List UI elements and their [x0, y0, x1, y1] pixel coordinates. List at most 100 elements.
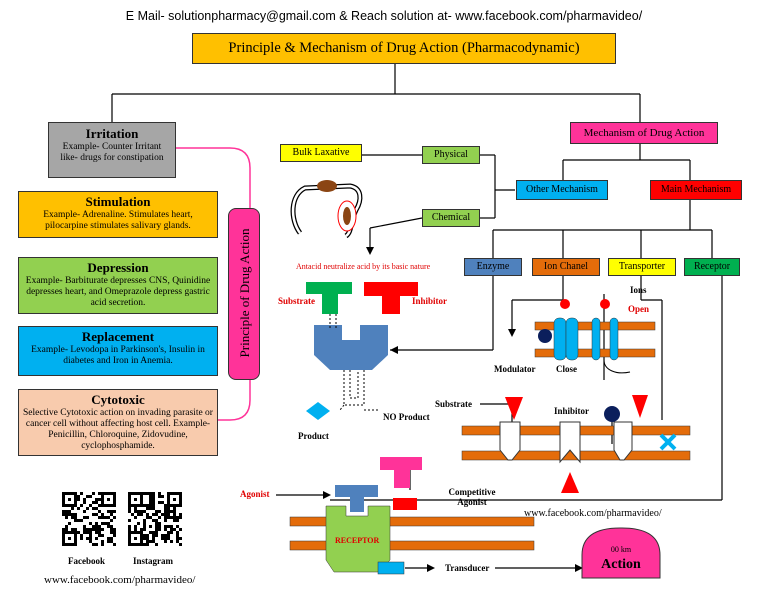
competitive-agonist-label: Competitive Agonist [448, 487, 496, 507]
qr-module [98, 510, 101, 513]
qr-module [161, 501, 164, 504]
qr-module [176, 537, 179, 540]
qr-module [152, 507, 155, 510]
stimulation-box: Stimulation Example- Adrenaline. Stimula… [18, 191, 218, 238]
qr-module [134, 492, 137, 495]
facebook-link-right[interactable]: www.facebook.com/pharmavideo/ [524, 508, 662, 519]
qr-module [65, 492, 68, 495]
qr-module [131, 492, 134, 495]
qr-module [92, 528, 95, 531]
qr-module [152, 531, 155, 534]
qr-module [179, 501, 182, 504]
qr-module [74, 495, 77, 498]
qr-module [134, 498, 137, 501]
qr-module [95, 501, 98, 504]
facebook-link-bottom[interactable]: www.facebook.com/pharmavideo/ [44, 574, 196, 586]
other-mechanism-box: Other Mechanism [516, 180, 608, 200]
qr-module [152, 519, 155, 522]
modulator-label: Modulator [494, 364, 536, 374]
qr-module [134, 525, 137, 528]
qr-module [62, 534, 65, 537]
qr-module [74, 537, 77, 540]
qr-module [155, 543, 158, 546]
qr-module [101, 501, 104, 504]
qr-module [98, 504, 101, 507]
cytotoxic-box: Cytotoxic Selective Cytotoxic action on … [18, 389, 218, 456]
qr-module [101, 498, 104, 501]
qr-module [74, 540, 77, 543]
qr-module [155, 522, 158, 525]
qr-module [74, 516, 77, 519]
qr-module [104, 522, 107, 525]
qr-module [101, 492, 104, 495]
product-label: Product [298, 431, 329, 441]
qr-module [164, 528, 167, 531]
qr-module [65, 510, 68, 513]
qr-module [149, 531, 152, 534]
qr-module [137, 504, 140, 507]
qr-module [128, 504, 131, 507]
qr-module [179, 537, 182, 540]
substrate-label: Substrate [278, 296, 316, 306]
qr-module [95, 498, 98, 501]
qr-module [146, 540, 149, 543]
qr-module [158, 510, 161, 513]
qr-module [158, 516, 161, 519]
qr-module [134, 528, 137, 531]
qr-module [95, 513, 98, 516]
qr-module [164, 507, 167, 510]
qr-module [137, 531, 140, 534]
qr-module [128, 519, 131, 522]
qr-module [62, 510, 65, 513]
qr-module [143, 525, 146, 528]
qr-module [179, 513, 182, 516]
qr-module [80, 519, 83, 522]
qr-module [137, 492, 140, 495]
qr-module [173, 510, 176, 513]
qr-module [146, 507, 149, 510]
qr-module [152, 501, 155, 504]
qr-module [164, 537, 167, 540]
principle-vertical-label: Principle of Drug Action [237, 228, 252, 358]
qr-module [92, 543, 95, 546]
qr-module [176, 540, 179, 543]
qr-module [110, 510, 113, 513]
qr-module [95, 543, 98, 546]
qr-module [65, 513, 68, 516]
qr-module [101, 543, 104, 546]
qr-module [161, 513, 164, 516]
qr-module [74, 531, 77, 534]
qr-module [134, 510, 137, 513]
qr-module [170, 528, 173, 531]
receptor-block-label: RECEPTOR [335, 536, 380, 545]
qr-module [143, 543, 146, 546]
qr-module [170, 525, 173, 528]
qr-module [95, 528, 98, 531]
qr-module [173, 504, 176, 507]
qr-module [62, 543, 65, 546]
qr-module [155, 525, 158, 528]
qr-module [137, 513, 140, 516]
qr-module [104, 516, 107, 519]
qr-module [62, 504, 65, 507]
qr-module [95, 525, 98, 528]
qr-module [134, 543, 137, 546]
qr-module [140, 537, 143, 540]
qr-module [170, 531, 173, 534]
qr-module [143, 504, 146, 507]
qr-module [137, 522, 140, 525]
transporter-box: Transporter [608, 258, 676, 276]
qr-module [77, 495, 80, 498]
qr-module [104, 504, 107, 507]
qr-module [71, 528, 74, 531]
qr-module [146, 513, 149, 516]
qr-module [179, 492, 182, 495]
qr-module [113, 504, 116, 507]
enzyme-diagram [306, 282, 418, 420]
qr-module [89, 504, 92, 507]
qr-module [170, 516, 173, 519]
qr-module [68, 537, 71, 540]
qr-module [74, 498, 77, 501]
qr-module [65, 543, 68, 546]
qr-module [62, 492, 65, 495]
